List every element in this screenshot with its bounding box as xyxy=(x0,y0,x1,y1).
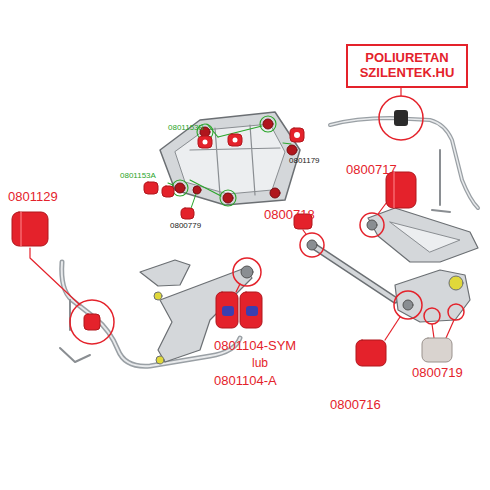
part-number: 0801153A xyxy=(120,172,156,181)
part-number: 0801129 xyxy=(8,190,58,204)
part-number: lub xyxy=(252,357,268,370)
part-number: 0800718 xyxy=(264,208,315,222)
part-number: 0800717 xyxy=(346,163,397,177)
part-number: 0801153B xyxy=(168,124,204,133)
part-number: 0801179 xyxy=(289,157,320,166)
part-number: 0800716 xyxy=(330,398,381,412)
part-number: 0801104-SYM xyxy=(214,339,296,353)
part-number: 0800719 xyxy=(412,366,463,380)
part-number: 0801104-A xyxy=(214,374,277,388)
logo-box: POLIURETAN SZILENTEK.HU xyxy=(346,44,468,88)
logo-text: POLIURETAN SZILENTEK.HU xyxy=(354,51,460,81)
part-number: 0800779 xyxy=(170,222,201,231)
